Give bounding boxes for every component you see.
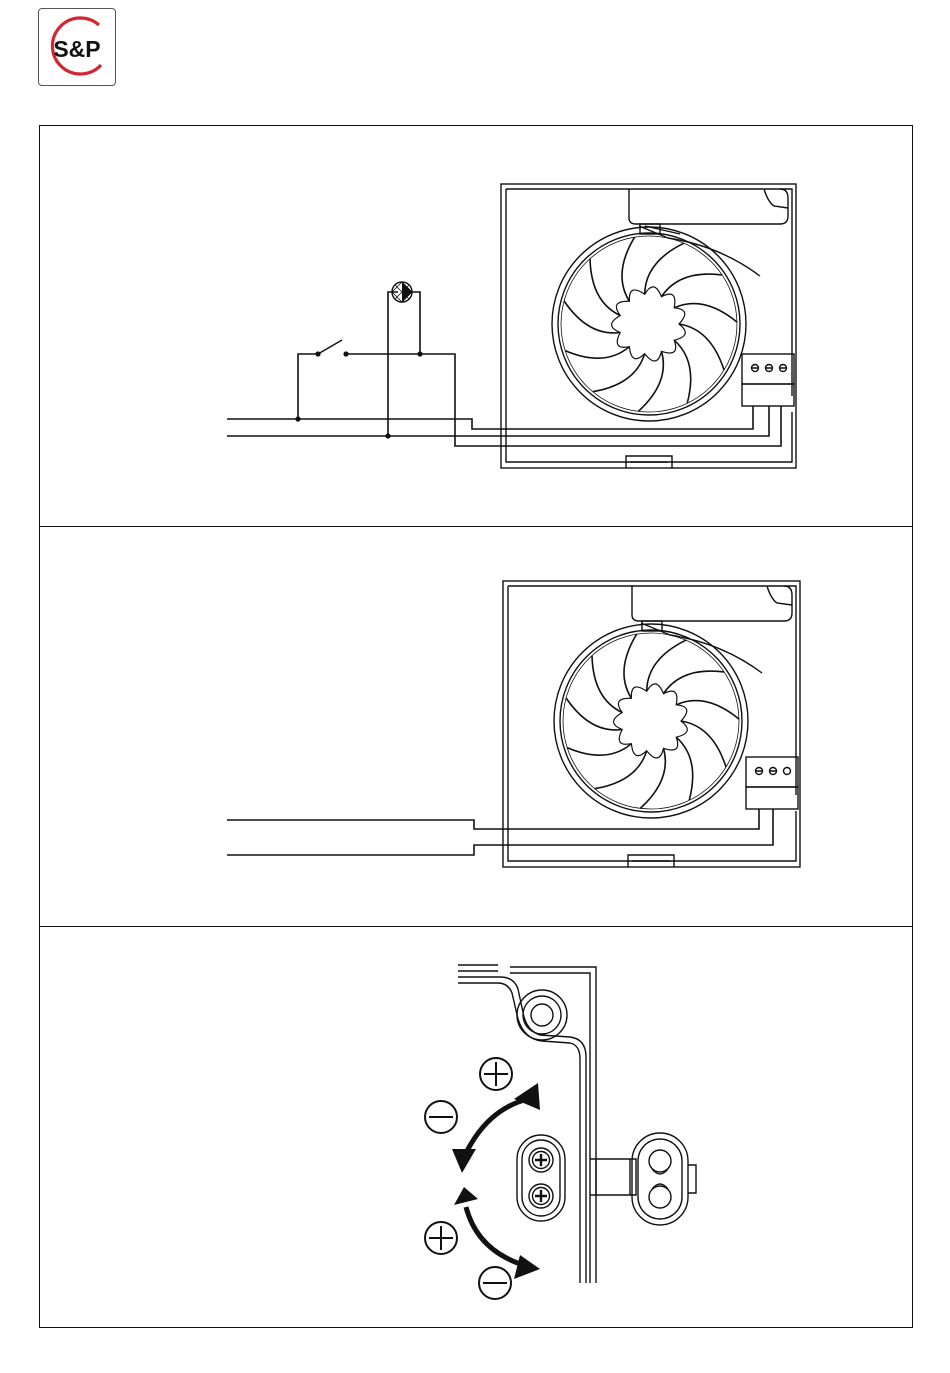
diagram-adjustment-detail xyxy=(39,926,913,1328)
logo-text: S&P xyxy=(53,36,100,62)
fan-blade xyxy=(590,259,620,316)
switch-icon xyxy=(318,340,342,354)
fan-blade xyxy=(565,347,629,358)
terminal-block xyxy=(746,757,798,809)
wiring-diagram-1 xyxy=(40,126,914,528)
wires xyxy=(227,292,781,446)
rotate-arrow-icon xyxy=(466,1099,530,1267)
adjustment-diagram xyxy=(40,927,914,1329)
fan-blade xyxy=(564,301,620,333)
minus-icon xyxy=(479,1267,511,1299)
fan-blade xyxy=(593,354,645,392)
terminal-block xyxy=(742,354,794,406)
diagram-wiring-direct xyxy=(39,526,913,927)
fan-blade xyxy=(624,634,637,698)
side-connector xyxy=(590,1133,696,1225)
fan-unit xyxy=(501,184,796,468)
wires xyxy=(227,809,773,855)
fan-blade xyxy=(566,698,622,730)
fan-blade xyxy=(674,340,691,403)
fan-blade xyxy=(676,701,739,719)
plus-icon xyxy=(425,1222,457,1254)
fan-blade xyxy=(664,671,725,694)
fan-blade xyxy=(567,744,631,755)
fan-blade xyxy=(674,304,737,322)
minus-icon xyxy=(425,1101,457,1133)
fan-unit xyxy=(503,581,800,867)
plus-icon xyxy=(480,1058,512,1090)
diagram-wiring-switch-lamp xyxy=(39,125,913,527)
fan-blade xyxy=(681,721,726,767)
brand-logo: S&P xyxy=(38,8,116,86)
fan-blade xyxy=(679,324,724,370)
fan-blade xyxy=(645,243,684,294)
potentiometer xyxy=(517,1135,565,1221)
fan-blade xyxy=(595,751,647,789)
fan-blade xyxy=(592,656,622,713)
fan-blade xyxy=(676,737,693,800)
logo-mark: S&P xyxy=(39,9,115,85)
wiring-diagram-2 xyxy=(40,527,914,928)
fan-blade xyxy=(622,237,635,301)
fan-blade xyxy=(647,640,686,691)
fan-blade xyxy=(662,274,723,297)
